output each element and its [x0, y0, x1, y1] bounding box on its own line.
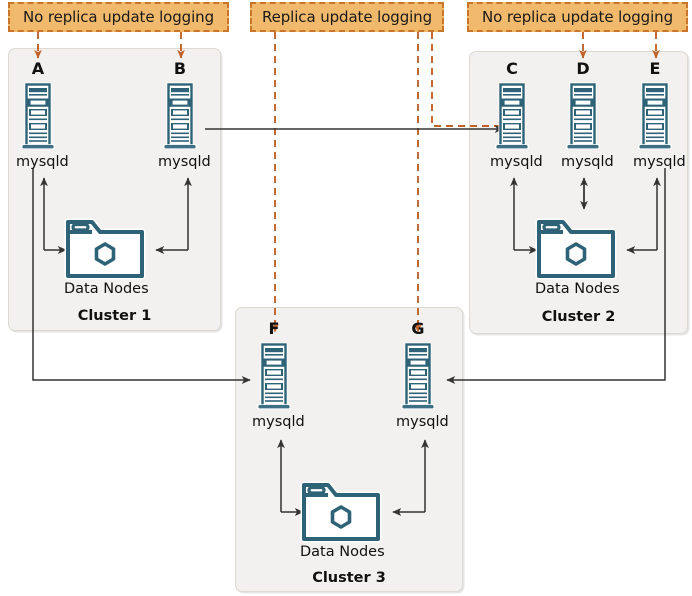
data-nodes-folder-icon [300, 475, 382, 543]
banner-no-replica-update-logging-left: No replica update logging [8, 2, 229, 32]
data-nodes-folder-icon [535, 212, 617, 280]
server-node-f-label: mysqld [252, 414, 305, 430]
mysqld-server-icon [16, 82, 60, 152]
server-node-a-letter: A [31, 59, 45, 78]
server-node-b[interactable]: B mysqld [158, 59, 211, 171]
data-nodes-cluster-2-label: Data Nodes [535, 281, 620, 297]
server-node-a-label: mysqld [16, 154, 69, 170]
server-node-a[interactable]: A mysqld [16, 59, 69, 171]
banner-no-replica-update-logging-right: No replica update logging [467, 2, 688, 32]
server-node-d-letter: D [576, 59, 590, 78]
server-node-e[interactable]: E mysqld [633, 59, 686, 171]
mysqld-server-icon [396, 342, 440, 412]
cluster-2-title: Cluster 2 [541, 309, 616, 325]
mysqld-server-icon [633, 82, 677, 152]
server-node-e-letter: E [649, 59, 661, 78]
server-node-c-letter: C [506, 59, 518, 78]
server-node-b-letter: B [173, 59, 187, 78]
data-nodes-cluster-1-label: Data Nodes [64, 281, 149, 297]
server-node-d[interactable]: D mysqld [561, 59, 614, 171]
server-node-g-letter: G [411, 319, 425, 338]
mysqld-server-icon [561, 82, 605, 152]
server-node-b-label: mysqld [158, 154, 211, 170]
data-nodes-folder-icon [64, 212, 146, 280]
arrow-e-to-g [446, 168, 666, 384]
server-node-c-label: mysqld [490, 154, 543, 170]
server-node-d-label: mysqld [561, 154, 614, 170]
mysqld-server-icon [490, 82, 534, 152]
arrow-a-to-f [32, 168, 251, 384]
cluster-3-title: Cluster 3 [312, 570, 386, 586]
server-node-e-label: mysqld [633, 154, 686, 170]
server-node-g[interactable]: G mysqld [396, 319, 449, 431]
server-node-g-label: mysqld [396, 414, 449, 430]
data-nodes-cluster-2[interactable]: Data Nodes [535, 212, 620, 297]
cluster-1-title: Cluster 1 [77, 308, 152, 324]
data-nodes-cluster-3-label: Data Nodes [300, 544, 385, 560]
server-node-f-letter: F [268, 319, 280, 338]
mysqld-server-icon [158, 82, 202, 152]
data-nodes-cluster-1[interactable]: Data Nodes [64, 212, 149, 297]
data-nodes-cluster-3[interactable]: Data Nodes [300, 475, 385, 560]
server-node-f[interactable]: F mysqld [252, 319, 305, 431]
banner-replica-update-logging-middle: Replica update logging [250, 2, 444, 32]
server-node-c[interactable]: C mysqld [490, 59, 543, 171]
mysqld-server-icon [252, 342, 296, 412]
